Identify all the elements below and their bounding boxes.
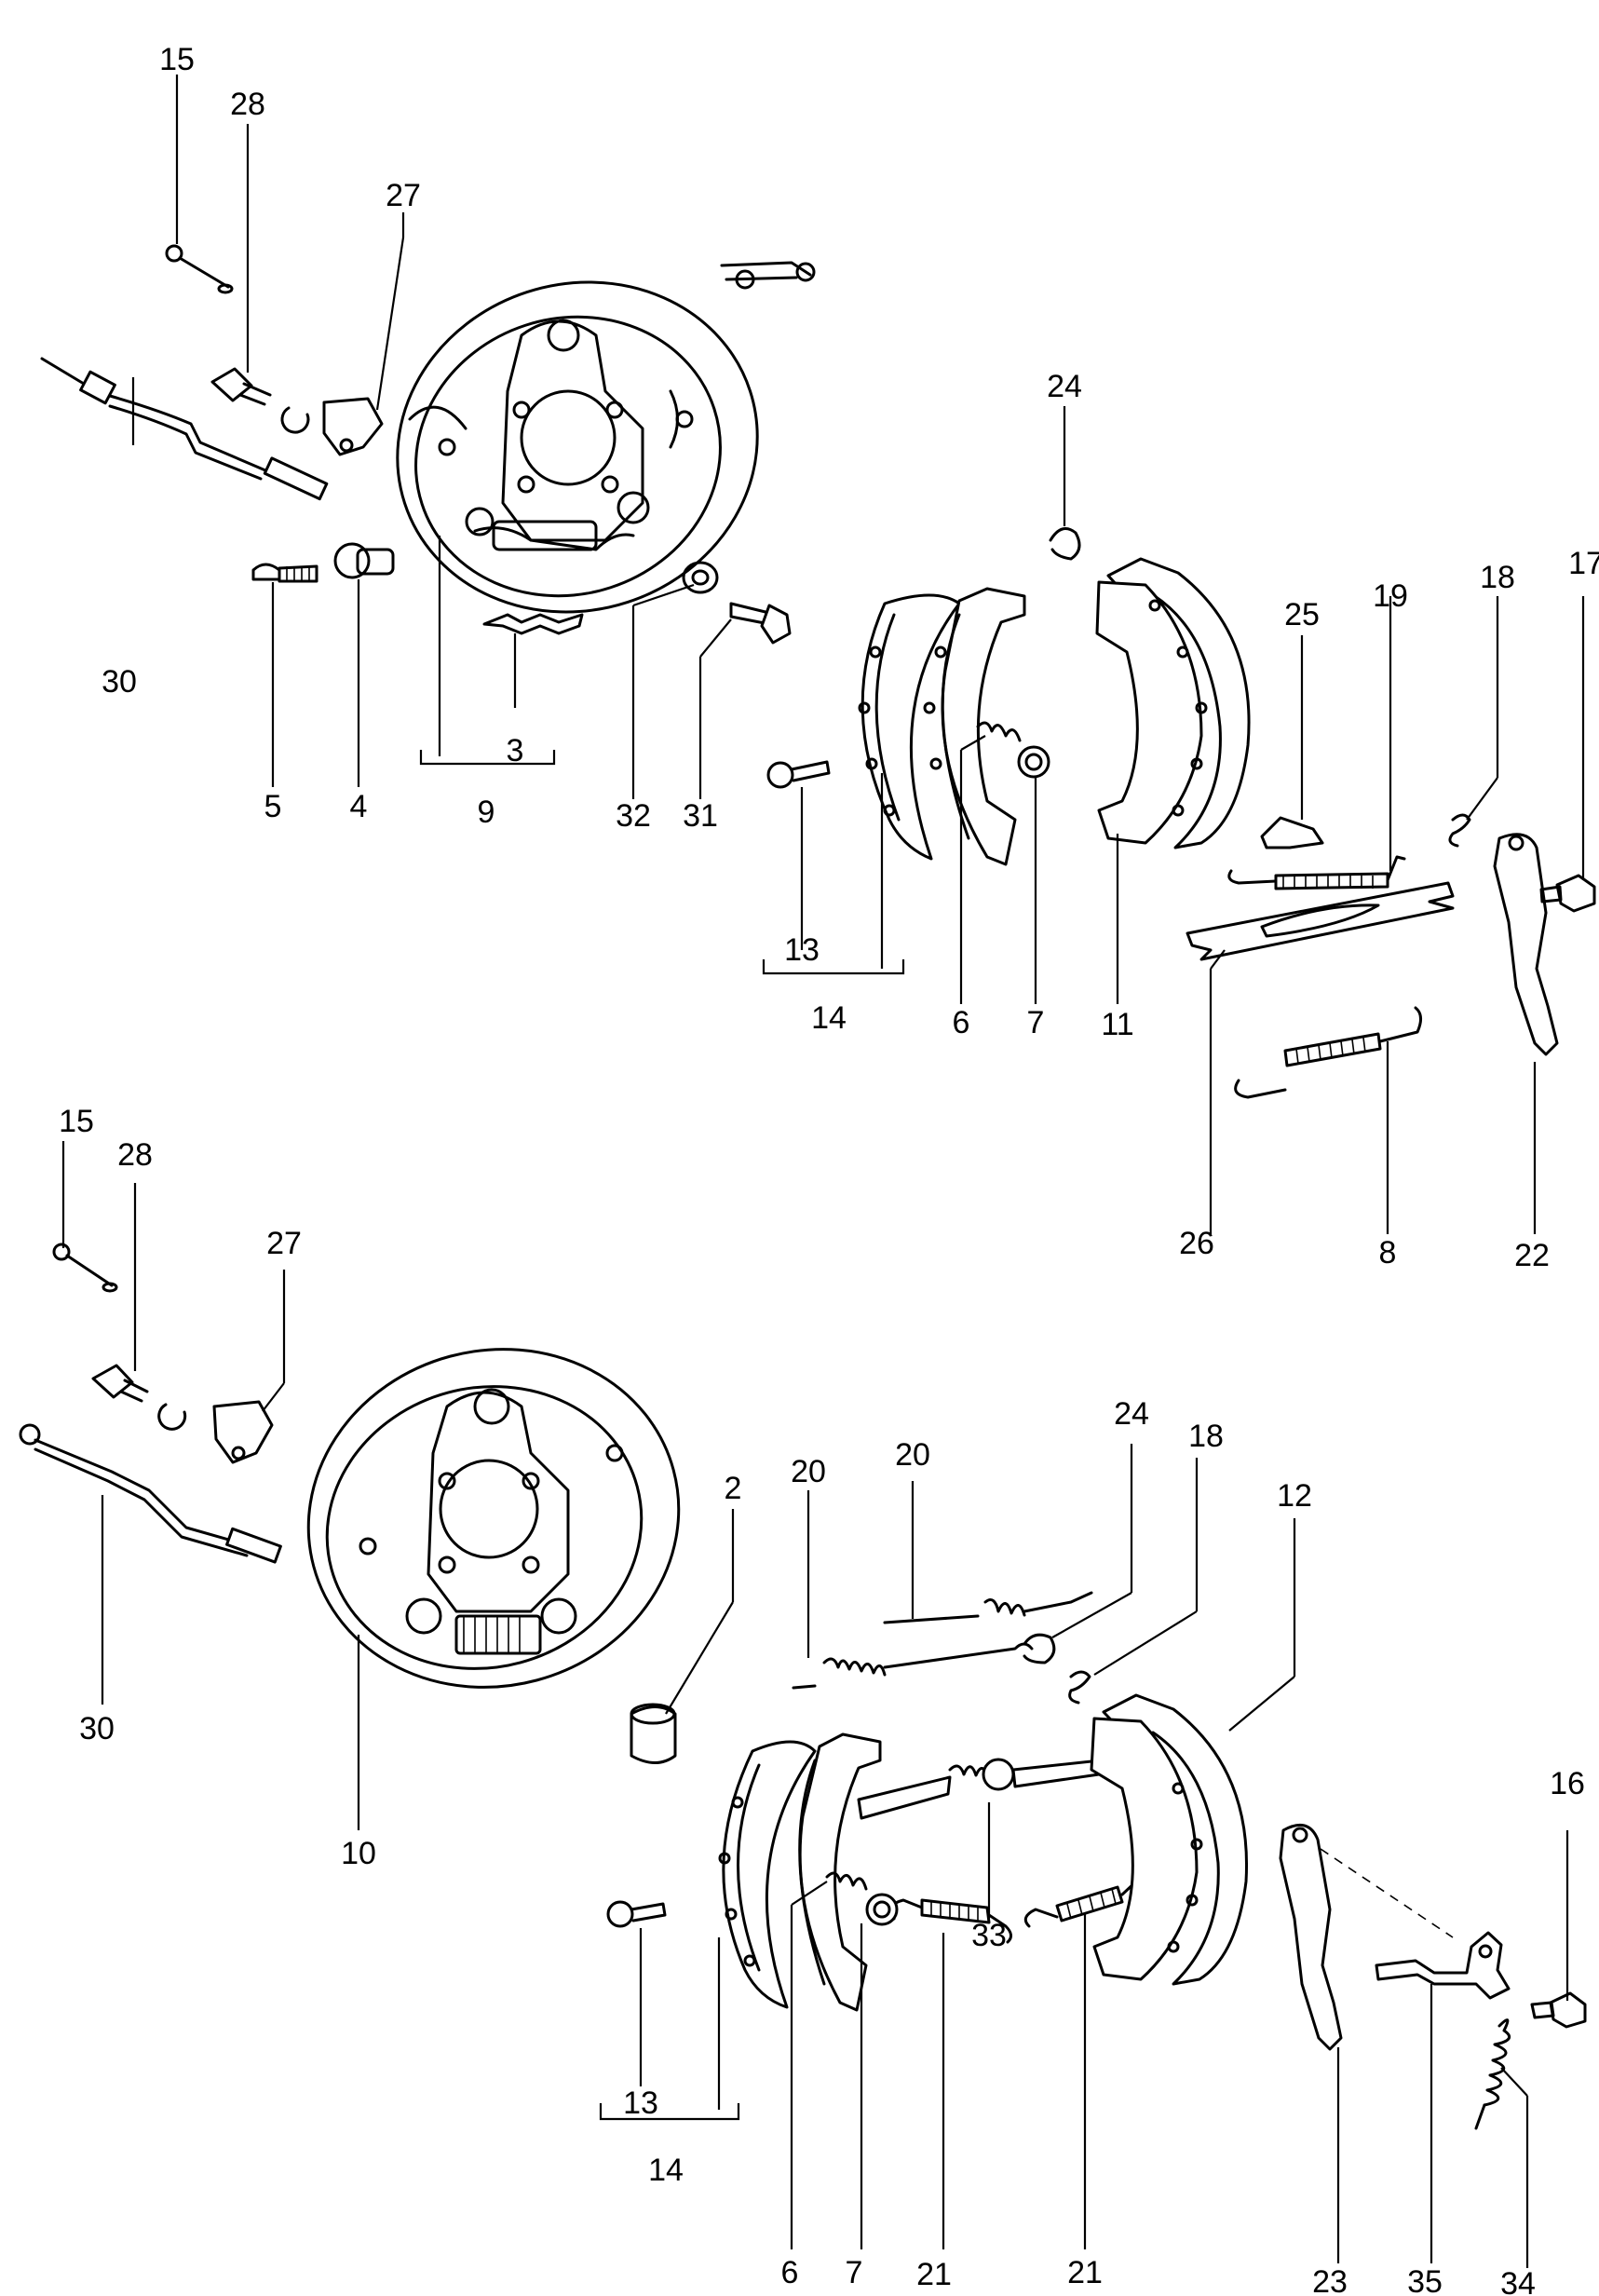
callout-2: 2 <box>725 1471 742 1506</box>
callout-18-top: 18 <box>1480 560 1515 595</box>
callout-27-top: 27 <box>386 178 421 213</box>
callout-12: 12 <box>1277 1478 1312 1514</box>
top-backing-plate <box>396 280 759 614</box>
bottom-springs <box>630 1591 1141 1944</box>
callout-4: 4 <box>350 789 368 824</box>
callout-35: 35 <box>1407 2264 1443 2296</box>
top-brake-shoe-inner <box>923 587 1026 866</box>
callout-20-right: 20 <box>895 1437 930 1473</box>
callout-15-bottom: 15 <box>59 1104 94 1139</box>
bottom-levers <box>1279 1823 1587 2130</box>
callout-20-left: 20 <box>791 1454 826 1489</box>
callout-15-top: 15 <box>159 42 195 77</box>
callout-21-right: 21 <box>1067 2255 1103 2290</box>
callout-8: 8 <box>1379 1235 1397 1270</box>
top-spring-cup <box>766 721 1050 789</box>
bottom-brake-shoe-14 <box>718 1740 817 2009</box>
top-clip-bracket <box>720 261 816 290</box>
bottom-small-parts <box>19 1243 282 1564</box>
bottom-adjuster-33 <box>857 1757 1129 1820</box>
callout-13-bottom: 13 <box>623 2085 658 2121</box>
callout-13-top: 13 <box>784 932 820 968</box>
callout-22: 22 <box>1514 1238 1550 1273</box>
callout-7-top: 7 <box>1027 1005 1045 1040</box>
callout-labels: 15 28 27 30 5 4 3 9 32 31 24 13 14 6 7 1… <box>59 42 1599 2296</box>
top-small-parts <box>40 244 792 645</box>
callout-11: 11 <box>1101 1007 1133 1042</box>
callout-33: 33 <box>971 1918 1007 1953</box>
callout-34: 34 <box>1500 2266 1536 2296</box>
top-clip-24 <box>1049 527 1081 561</box>
callout-24-bottom: 24 <box>1114 1396 1149 1432</box>
callout-28-bottom: 28 <box>117 1137 153 1173</box>
callout-32: 32 <box>616 798 651 834</box>
callout-10: 10 <box>341 1836 376 1871</box>
callout-24-top: 24 <box>1047 369 1082 404</box>
callout-28-top: 28 <box>230 87 265 122</box>
callout-3: 3 <box>507 733 524 768</box>
top-springs-and-strut <box>1186 813 1596 1099</box>
callout-7-bottom: 7 <box>846 2255 863 2290</box>
callout-16: 16 <box>1550 1766 1585 1801</box>
callout-14-bottom: 14 <box>648 2153 684 2188</box>
callout-19: 19 <box>1373 578 1408 614</box>
callout-26: 26 <box>1179 1226 1214 1261</box>
callout-27-bottom: 27 <box>266 1226 302 1261</box>
callout-25: 25 <box>1284 597 1320 632</box>
callout-9: 9 <box>478 795 495 830</box>
callout-23: 23 <box>1312 2264 1348 2296</box>
bottom-backing-plate <box>306 1348 681 1689</box>
callout-30-bottom: 30 <box>79 1711 115 1746</box>
top-brake-shoe-14 <box>858 593 961 861</box>
callout-21-left: 21 <box>916 2257 952 2292</box>
bottom-spring-cup <box>606 1871 899 1928</box>
top-brake-shoe-11 <box>1095 557 1251 849</box>
callout-6-bottom: 6 <box>781 2255 799 2290</box>
bottom-brake-shoe-inner <box>798 1732 882 2012</box>
callout-5: 5 <box>264 789 282 824</box>
bottom-brake-shoe-12 <box>1090 1693 1249 1986</box>
callout-18-bottom: 18 <box>1188 1419 1224 1454</box>
leader-lines <box>61 75 1585 2268</box>
callout-17: 17 <box>1568 546 1599 581</box>
callout-14-top: 14 <box>811 1000 847 1036</box>
callout-6-top: 6 <box>953 1005 970 1040</box>
callout-30-top: 30 <box>102 664 137 700</box>
callout-31: 31 <box>683 798 718 834</box>
